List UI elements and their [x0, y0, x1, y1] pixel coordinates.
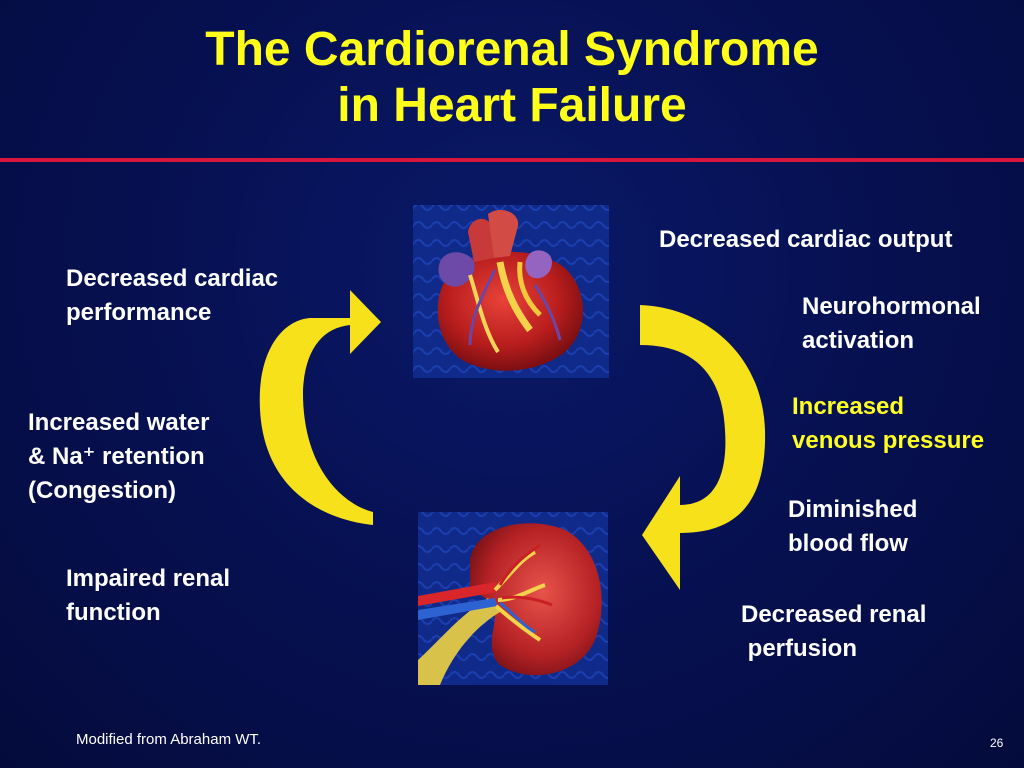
slide-title-line-2: in Heart Failure [337, 79, 687, 132]
label-neurohormonal-activation: Neurohormonal activation [802, 293, 981, 354]
label-increased-water-retention: Increased water & Na⁺ retention (Congest… [28, 409, 210, 504]
slide-title-line-1: The Cardiorenal Syndrome [205, 23, 819, 76]
slide-number: 26 [990, 736, 1004, 750]
right-cycle-arrow [640, 305, 766, 590]
label-impaired-renal-function: Impaired renal function [66, 565, 231, 626]
label-decreased-cardiac-performance: Decreased cardiac performance [66, 265, 279, 326]
label-increased-venous-pressure: Increased venous pressure [792, 393, 985, 454]
left-cycle-arrow [259, 290, 381, 527]
slide-title: The Cardiorenal Syndrome in Heart Failur… [0, 22, 1024, 134]
kidney-image [418, 512, 608, 685]
label-decreased-cardiac-output: Decreased cardiac output [659, 226, 953, 253]
source-citation: Modified from Abraham WT. [76, 731, 262, 748]
heart-image [413, 205, 609, 378]
title-divider [0, 158, 1024, 162]
label-diminished-blood-flow: Diminished blood flow [788, 496, 918, 557]
label-decreased-renal-perfusion: Decreased renal perfusion [741, 601, 927, 662]
